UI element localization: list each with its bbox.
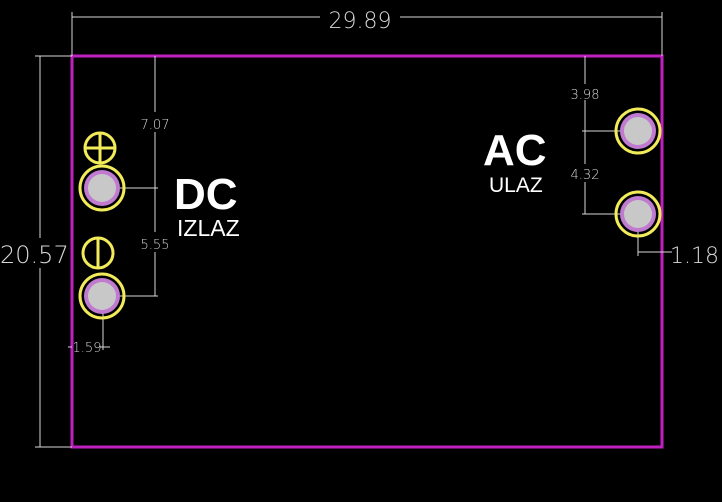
height-value: 20.57 [0, 241, 69, 269]
ac-dimensions: 3.98 4.32 1.18 [571, 56, 719, 269]
plus-icon [83, 131, 117, 165]
width-dimension: 29.89 [71, 9, 663, 56]
ac-edge-offset: 1.18 [670, 244, 719, 269]
height-dimension: 20.57 [0, 55, 72, 448]
dc-pad-positive [78, 164, 126, 212]
ac-title: AC [483, 126, 547, 175]
width-value: 29.89 [329, 9, 392, 34]
ac-pad-1 [614, 107, 662, 155]
dc-pitch: 5.55 [141, 238, 170, 253]
dc-pad-negative [78, 272, 126, 320]
ac-pad-2 [614, 190, 662, 238]
ac-pitch: 4.32 [571, 168, 600, 183]
dc-edge-offset: 1.59 [73, 341, 102, 356]
dc-title: DC [174, 170, 238, 219]
dc-top-offset: 7.07 [141, 118, 170, 133]
minus-icon [81, 236, 115, 270]
ac-subtitle: ULAZ [489, 174, 543, 197]
dc-subtitle: IZLAZ [177, 215, 240, 241]
ac-top-offset: 3.98 [571, 88, 600, 103]
